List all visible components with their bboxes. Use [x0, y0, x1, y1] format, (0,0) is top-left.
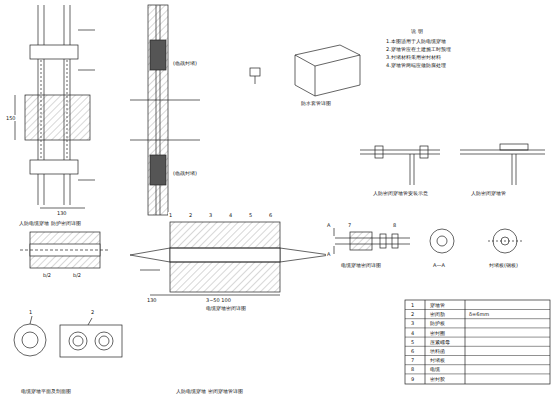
drawing-label: 3~50 100: [205, 297, 232, 303]
table-cell: 6: [410, 348, 415, 354]
drawing-label: b/2: [42, 272, 52, 278]
table-cell: 穿墙管: [429, 302, 446, 308]
table-row-line: [405, 346, 550, 347]
table-cell: 7: [410, 357, 415, 363]
drawing-label: (临战封堵): [172, 60, 198, 66]
table-cell: 电缆: [429, 366, 441, 372]
table-cell: δ=6mm: [468, 311, 490, 317]
drawing-label: 防水套管详图: [300, 100, 332, 106]
callout-number: 8: [392, 222, 397, 228]
callout-number: 2: [90, 309, 95, 315]
drawing-label: 封堵板(钢板): [488, 262, 519, 268]
table-cell: 填料函: [429, 348, 446, 354]
drawing-label: 人防电缆穿墙 密闭穿墙管详图: [175, 388, 244, 394]
table-cell: 1: [410, 302, 415, 308]
table-cell: 压紧螺母: [429, 339, 451, 345]
table-row-line: [405, 327, 550, 328]
drawing-label: 电缆穿墙密闭详图: [205, 305, 247, 311]
drawing-label: A: [326, 251, 331, 257]
callout-number: 4: [228, 212, 233, 218]
drawing-label: A: [326, 222, 331, 228]
table-cell: 3: [410, 320, 415, 326]
drawing-label: A—A: [432, 262, 446, 268]
table-cell: 封堵板: [429, 357, 446, 363]
table-cell: 防护板: [429, 320, 446, 326]
callout-number: 5: [248, 212, 253, 218]
drawing-label: 人防电缆穿墙 防护密闭详图: [18, 220, 82, 226]
callout-number: 2: [188, 212, 193, 218]
callout-number: 1: [168, 212, 173, 218]
callout-number: 6: [268, 212, 273, 218]
table-cell: 4: [410, 330, 415, 336]
callout-number: 1: [28, 309, 33, 315]
table-cell: 2: [410, 311, 415, 317]
drawing-label: 3.封堵材料采用密封材料: [385, 54, 442, 60]
drawing-label: 130: [146, 297, 158, 303]
drawing-label: 150: [5, 115, 17, 121]
drawing-label: 电缆穿墙平面及剖面图: [20, 388, 72, 394]
drawing-label: 130: [56, 210, 68, 216]
table-row-line: [405, 309, 550, 310]
table-cell: 密封胶: [429, 376, 446, 382]
callout-number: 3: [208, 212, 213, 218]
table-row-line: [405, 318, 550, 319]
drawing-label: 说 明: [410, 28, 424, 34]
table-cell: 9: [410, 376, 415, 382]
drawing-label: b/2: [72, 272, 82, 278]
drawing-label: 4.穿墙管两端应做防腐处理: [385, 62, 447, 68]
callout-number: 7: [347, 222, 352, 228]
table-cell: 8: [410, 366, 415, 372]
table-row-line: [405, 373, 550, 374]
drawing-label: 人防密闭穿墙管安装示意: [372, 190, 429, 196]
drawing-label: 1.本图适用于人防电缆穿墙: [385, 38, 447, 44]
table-row-line: [405, 364, 550, 365]
table-cell: 5: [410, 339, 415, 345]
table-cell: 密封圈: [429, 330, 446, 336]
table-row-line: [405, 337, 550, 338]
drawing-label: 2.穿墙管应在土建施工时预埋: [385, 46, 452, 52]
drawing-label: 电缆穿墙密闭详图: [340, 262, 382, 268]
table-cell: 密闭肋: [429, 311, 446, 317]
drawing-label: (临战封堵): [172, 170, 198, 176]
table-row-line: [405, 355, 550, 356]
drawing-label: 人防密闭穿墙管: [470, 190, 507, 196]
